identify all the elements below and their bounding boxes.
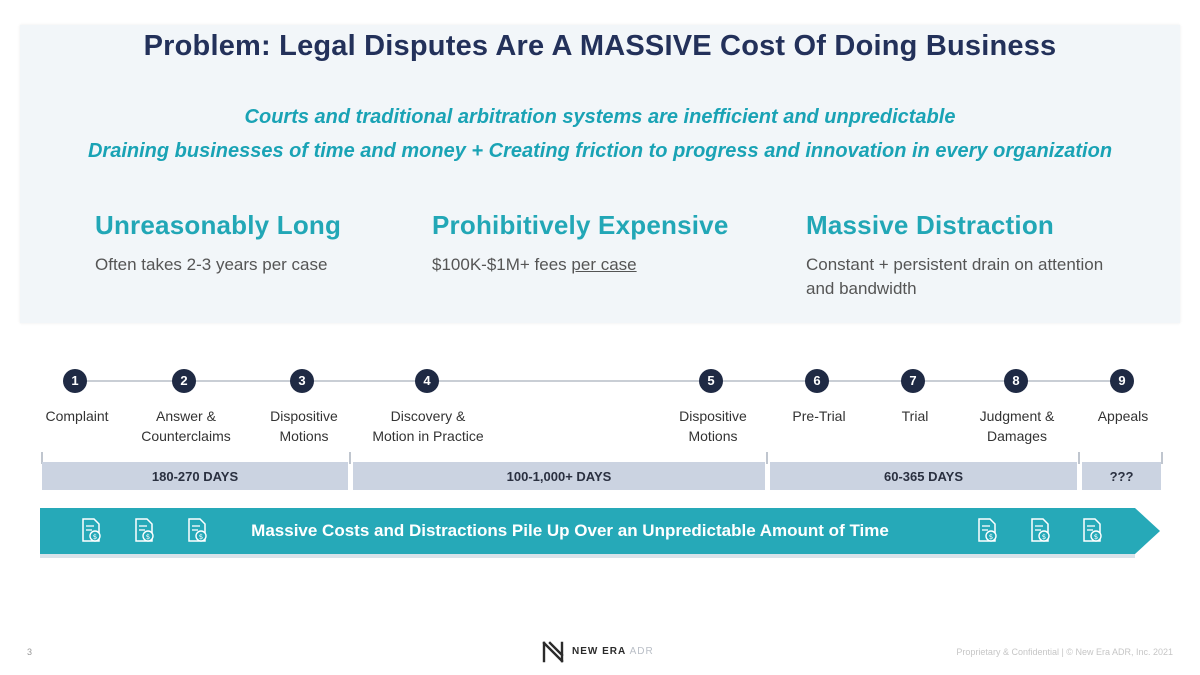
step-label: Pre-Trial [792, 408, 846, 424]
step-label: Complaint [45, 408, 109, 424]
problem-text: Constant + persistent drain on attention… [806, 255, 1104, 298]
svg-text:$: $ [1042, 533, 1046, 541]
problem-long: Unreasonably Long Often takes 2-3 years … [95, 210, 341, 277]
step-label: Discovery & Motion in Practice [372, 408, 484, 444]
problem-heading: Unreasonably Long [95, 210, 342, 240]
money-document-icon: $ [82, 518, 101, 542]
phase-bar: 60-365 DAYS [770, 462, 1077, 490]
phase-tick [1161, 452, 1163, 464]
logo-text: NEW ERA ADR [572, 646, 654, 657]
phase-tick [41, 452, 43, 464]
money-document-icon: $ [135, 518, 154, 542]
problem-text-underlined: per case [571, 255, 637, 274]
phase-tick [1078, 452, 1080, 464]
svg-text:$: $ [146, 533, 150, 541]
step-label: Appeals [1097, 408, 1149, 424]
slide-subtitle-2: Draining businesses of time and money + … [87, 140, 1113, 162]
slide-subtitle-1: Courts and traditional arbitration syste… [244, 106, 956, 128]
timeline-line [75, 380, 1125, 382]
step-label: Answer & Counterclaims [141, 408, 231, 444]
problem-heading: Massive Distraction [806, 210, 1055, 240]
step-label: Dispositive Motions [679, 408, 747, 444]
step-number: 7 [901, 369, 925, 393]
problem-text: $100K-$1M+ fees per case [432, 253, 729, 277]
step-number: 3 [290, 369, 314, 393]
slide-title: Problem: Legal Disputes Are A MASSIVE Co… [143, 30, 1057, 62]
money-document-icon: $ [1031, 518, 1050, 542]
step-number: 1 [63, 369, 87, 393]
phase-bar: ??? [1082, 462, 1161, 490]
phase-tick [766, 452, 768, 464]
confidentiality-notice: Proprietary & Confidential | © New Era A… [956, 647, 1173, 657]
page-number: 3 [27, 647, 33, 657]
problem-heading: Prohibitively Expensive [432, 210, 729, 240]
problem-expensive: Prohibitively Expensive $100K-$1M+ fees … [432, 210, 729, 277]
problem-text-prefix: $100K-$1M+ fees [432, 255, 572, 274]
money-document-icon: $ [1083, 518, 1102, 542]
money-document-icon: $ [188, 518, 207, 542]
header-panel [20, 25, 1180, 323]
step-number: 5 [699, 369, 723, 393]
svg-text:$: $ [199, 533, 203, 541]
phase-bar: 100-1,000+ DAYS [353, 462, 765, 490]
svg-text:$: $ [1094, 533, 1098, 541]
new-era-logo-icon [542, 641, 564, 663]
svg-text:$: $ [989, 533, 993, 541]
step-number: 6 [805, 369, 829, 393]
logo-suffix: ADR [629, 646, 654, 657]
step-number: 9 [1110, 369, 1134, 393]
step-label: Judgment & Damages [979, 408, 1055, 444]
problem-text: Often takes 2-3 years per case [95, 255, 328, 274]
logo-name: NEW ERA [572, 646, 626, 657]
phase-tick [349, 452, 351, 464]
step-number: 8 [1004, 369, 1028, 393]
svg-text:$: $ [93, 533, 97, 541]
step-label: Trial [901, 408, 929, 424]
step-label: Dispositive Motions [270, 408, 338, 444]
banner-arrow [40, 508, 1160, 558]
banner-text: Massive Costs and Distractions Pile Up O… [251, 521, 889, 540]
step-number: 2 [172, 369, 196, 393]
problem-distraction: Massive Distraction Constant + persisten… [806, 210, 1106, 301]
phase-bar: 180-270 DAYS [42, 462, 348, 490]
money-document-icon: $ [978, 518, 997, 542]
step-number: 4 [415, 369, 439, 393]
